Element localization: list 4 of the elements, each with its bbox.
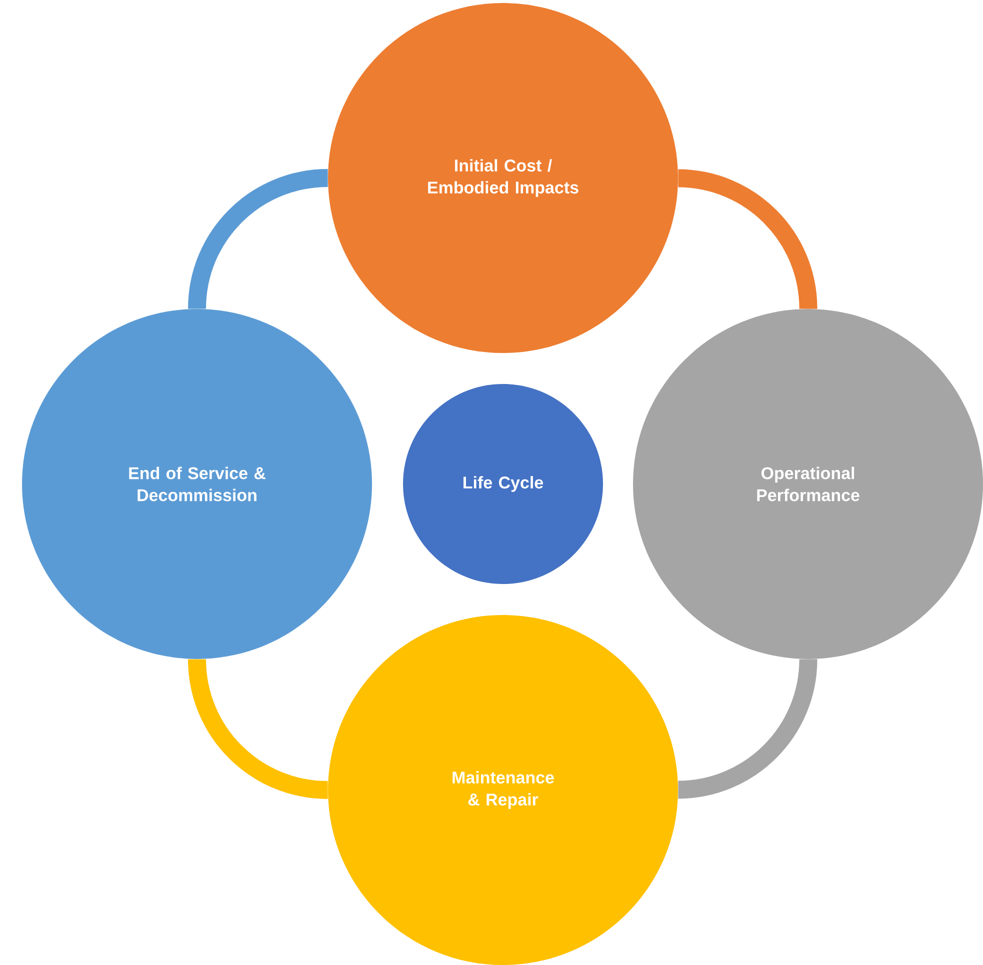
ring-arc bbox=[188, 658, 328, 799]
ring-arc bbox=[678, 658, 818, 799]
ring-arc bbox=[188, 169, 328, 310]
ring-arc bbox=[678, 169, 818, 310]
